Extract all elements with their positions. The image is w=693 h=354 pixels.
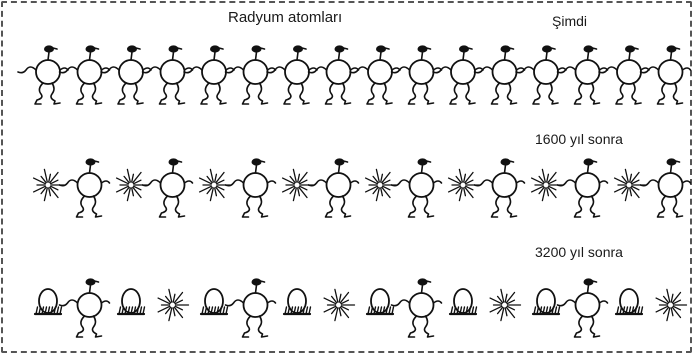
decay-burst-icon	[490, 289, 520, 320]
decayed-atom-egg-icon	[367, 289, 394, 314]
radium-atom-icon	[475, 158, 525, 217]
decay-burst-icon	[324, 289, 354, 320]
radium-atom-icon	[475, 45, 525, 104]
decayed-atom-egg-icon	[616, 289, 643, 314]
radium-atom-icon	[350, 45, 400, 104]
radium-atom-icon	[226, 158, 276, 217]
radium-atom-icon	[309, 45, 359, 104]
decayed-atom-egg-icon	[450, 289, 477, 314]
radium-atom-icon	[143, 45, 193, 104]
radium-atom-icon	[516, 45, 566, 104]
radium-atom-icon	[60, 278, 110, 337]
radium-atom-icon	[18, 45, 68, 104]
decayed-atom-egg-icon	[118, 289, 145, 314]
radium-atom-icon	[558, 45, 608, 104]
radium-atom-icon	[392, 158, 442, 217]
radium-atom-icon	[599, 45, 649, 104]
radium-atom-icon	[226, 45, 276, 104]
decayed-atom-egg-icon	[35, 289, 62, 314]
radium-atom-icon	[60, 45, 110, 104]
decay-burst-icon	[656, 289, 686, 320]
radium-atom-icon	[641, 45, 691, 104]
decay-burst-icon	[158, 289, 188, 320]
radium-atom-icon	[558, 278, 608, 337]
radium-atom-icon	[558, 158, 608, 217]
radium-atom-icon	[143, 158, 193, 217]
radium-atom-icon	[392, 278, 442, 337]
radium-atom-icon	[433, 45, 483, 104]
decayed-atom-egg-icon	[284, 289, 311, 314]
radium-atom-icon	[226, 278, 276, 337]
radium-atom-icon	[309, 158, 359, 217]
radium-atom-icon	[101, 45, 151, 104]
row-now	[18, 45, 691, 104]
radium-atom-icon	[267, 45, 317, 104]
radium-atom-icon	[641, 158, 691, 217]
radium-atom-icon	[184, 45, 234, 104]
row-3200-years	[35, 278, 687, 337]
decayed-atom-egg-icon	[533, 289, 560, 314]
radium-atom-icon	[392, 45, 442, 104]
row-1600-years	[34, 158, 691, 217]
radium-atom-icon	[60, 158, 110, 217]
decayed-atom-egg-icon	[201, 289, 228, 314]
